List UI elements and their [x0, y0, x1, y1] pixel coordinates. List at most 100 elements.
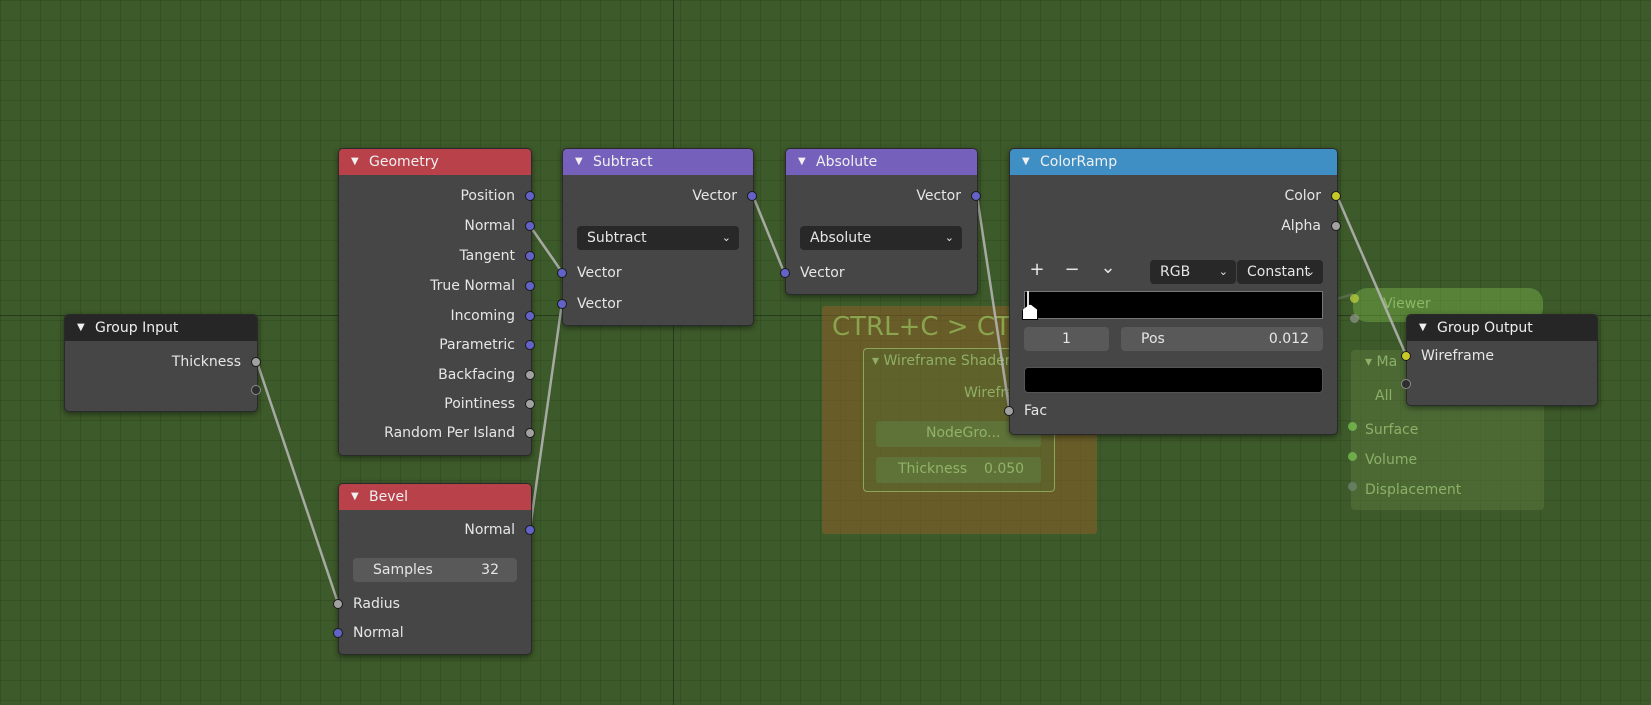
socket-row-vector-out: Vector: [563, 186, 753, 206]
socket-row-normal-out: Normal: [339, 520, 531, 540]
absolute-node[interactable]: ▼Absolute Vector Absolute⌄ Vector: [780, 148, 981, 295]
input-socket-radius[interactable]: [333, 599, 343, 609]
bevel-header[interactable]: ▼Bevel: [339, 484, 531, 510]
socket-label: Normal: [464, 522, 515, 538]
chevron-down-icon: ⌄: [944, 231, 954, 244]
stop-color-swatch[interactable]: [1024, 367, 1323, 393]
link-normal-vector1: [528, 225, 564, 273]
colorramp-node[interactable]: ▼ColorRamp Color Alpha + − ⌄ RGB⌄ Consta…: [1004, 148, 1341, 435]
collapse-icon[interactable]: ▼: [351, 156, 359, 167]
geometry-node[interactable]: ▼Geometry Position Normal Tangent True N…: [338, 148, 535, 456]
background-socket: [1348, 422, 1357, 431]
output-socket-normal[interactable]: [525, 221, 535, 231]
socket-label: Wireframe: [1421, 348, 1495, 364]
link-thickness-radius: [255, 361, 340, 604]
socket-row-radius: Radius: [339, 594, 531, 614]
node-title: ColorRamp: [1040, 154, 1118, 170]
collapse-icon[interactable]: ▼: [77, 322, 85, 333]
group-input-node[interactable]: ▼ Group Input Thickness: [64, 314, 261, 412]
output-socket-color[interactable]: [1331, 191, 1341, 201]
geometry-header[interactable]: ▼Geometry: [339, 149, 531, 175]
output-socket-alpha[interactable]: [1331, 221, 1341, 231]
collapse-icon[interactable]: ▼: [798, 156, 806, 167]
socket-label: Vector: [577, 265, 622, 281]
samples-field[interactable]: Samples 32: [353, 558, 517, 582]
socket-row-parametric: Parametric: [339, 335, 531, 355]
node-title: Group Input: [95, 320, 179, 336]
node-title: Group Output: [1437, 320, 1533, 336]
output-socket-pointiness[interactable]: [525, 399, 535, 409]
background-socket: [1350, 314, 1359, 323]
input-socket-vector-2[interactable]: [557, 299, 567, 309]
socket-label: Vector: [577, 296, 622, 312]
link-bevel-vector2: [528, 302, 564, 530]
socket-label: Thickness: [171, 354, 241, 370]
socket-row-random-per-island: Random Per Island: [339, 423, 531, 443]
output-socket-position[interactable]: [525, 191, 535, 201]
background-socket: [1348, 452, 1357, 461]
color-ramp-gradient[interactable]: [1022, 291, 1323, 320]
node-title: Subtract: [593, 154, 653, 170]
stop-position-field[interactable]: Pos 0.012: [1121, 327, 1323, 351]
socket-row-incoming: Incoming: [339, 306, 531, 326]
input-socket-fac[interactable]: [1004, 406, 1014, 416]
output-socket-thickness[interactable]: [251, 357, 261, 367]
subtract-header[interactable]: ▼ Subtract: [563, 149, 753, 175]
operation-dropdown[interactable]: Subtract⌄: [577, 226, 739, 250]
stop-marker-line: [1027, 291, 1029, 307]
socket-label: Fac: [1024, 403, 1048, 419]
socket-row-pointiness: Pointiness: [339, 394, 531, 414]
collapse-icon[interactable]: ▼: [1419, 322, 1427, 333]
socket-label: Random Per Island: [384, 425, 515, 441]
socket-row-vector-1: Vector: [563, 263, 753, 283]
output-socket-random-per-island[interactable]: [525, 428, 535, 438]
input-socket-wireframe[interactable]: [1401, 351, 1411, 361]
output-socket-normal[interactable]: [525, 525, 535, 535]
interpolation-dropdown[interactable]: Constant⌄: [1237, 260, 1323, 284]
group-output-header[interactable]: ▼ Group Output: [1407, 315, 1597, 341]
colorramp-header[interactable]: ▼ ColorRamp: [1010, 149, 1337, 175]
absolute-header[interactable]: ▼Absolute: [786, 149, 977, 175]
input-socket-normal[interactable]: [333, 628, 343, 638]
subtract-node[interactable]: ▼ Subtract Vector Subtract⌄ Vector Vector: [557, 148, 757, 326]
group-input-header[interactable]: ▼ Group Input: [65, 315, 257, 341]
background-socket: [1348, 482, 1357, 491]
output-socket-true-normal[interactable]: [525, 281, 535, 291]
add-stop-button[interactable]: +: [1029, 259, 1045, 280]
socket-label: Normal: [464, 218, 515, 234]
socket-label: Radius: [353, 596, 400, 612]
operation-dropdown[interactable]: Absolute⌄: [800, 226, 962, 250]
bevel-node[interactable]: ▼Bevel Normal Samples 32 Radius Normal: [333, 483, 535, 655]
stop-index-field[interactable]: 1: [1024, 327, 1109, 351]
background-socket: [1350, 294, 1359, 303]
ramp-menu-button[interactable]: ⌄: [1100, 257, 1116, 278]
background-node-thickness-field: Thickness 0.050: [876, 457, 1041, 483]
collapse-icon[interactable]: ▼: [1022, 156, 1030, 167]
output-socket-parametric[interactable]: [525, 340, 535, 350]
socket-label: Position: [460, 188, 515, 204]
socket-row-position: Position: [339, 186, 531, 206]
socket-row-vector-2: Vector: [563, 294, 753, 314]
output-socket-backfacing[interactable]: [525, 370, 535, 380]
output-socket-incoming[interactable]: [525, 311, 535, 321]
color-mode-dropdown[interactable]: RGB⌄: [1150, 260, 1236, 284]
output-socket-vector[interactable]: [971, 191, 981, 201]
output-socket-empty[interactable]: [251, 385, 261, 395]
output-socket-tangent[interactable]: [525, 251, 535, 261]
output-socket-vector[interactable]: [747, 191, 757, 201]
socket-label: Tangent: [459, 248, 515, 264]
socket-label: Backfacing: [438, 367, 515, 383]
link-color-wireframe: [1335, 195, 1408, 356]
input-socket-vector[interactable]: [780, 268, 790, 278]
collapse-icon[interactable]: ▼: [351, 491, 359, 502]
color-stop-handle[interactable]: [1022, 304, 1038, 320]
remove-stop-button[interactable]: −: [1064, 259, 1080, 280]
socket-label: Color: [1284, 188, 1321, 204]
input-socket-vector-1[interactable]: [557, 268, 567, 278]
group-output-node[interactable]: ▼ Group Output Wireframe: [1401, 314, 1598, 406]
socket-row-vector-in: Vector: [786, 263, 977, 283]
input-socket-empty[interactable]: [1401, 379, 1411, 389]
socket-label: Vector: [916, 188, 961, 204]
socket-row-wireframe: Wireframe: [1407, 346, 1597, 366]
collapse-icon[interactable]: ▼: [575, 156, 583, 167]
